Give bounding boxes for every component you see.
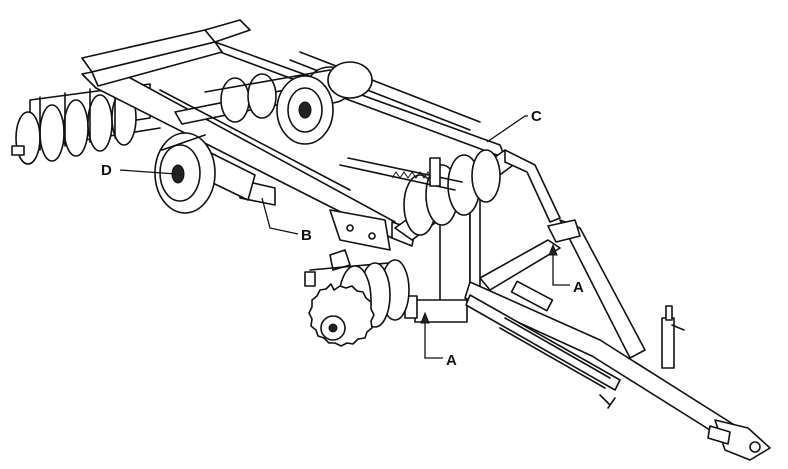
rear-disc-gang: [11, 83, 161, 165]
callout-a-right: A: [573, 279, 584, 296]
callout-a-bottom: A: [446, 352, 457, 369]
hitch-tongue: [464, 219, 771, 461]
callout-leaders: [119, 115, 570, 359]
callout-c: C: [531, 108, 542, 125]
front-disc-gang: [339, 149, 501, 236]
near-disc-gang: [304, 249, 410, 347]
callout-d: D: [101, 162, 112, 179]
callout-b: B: [301, 227, 312, 244]
rear-transport-wheel: [276, 61, 373, 145]
